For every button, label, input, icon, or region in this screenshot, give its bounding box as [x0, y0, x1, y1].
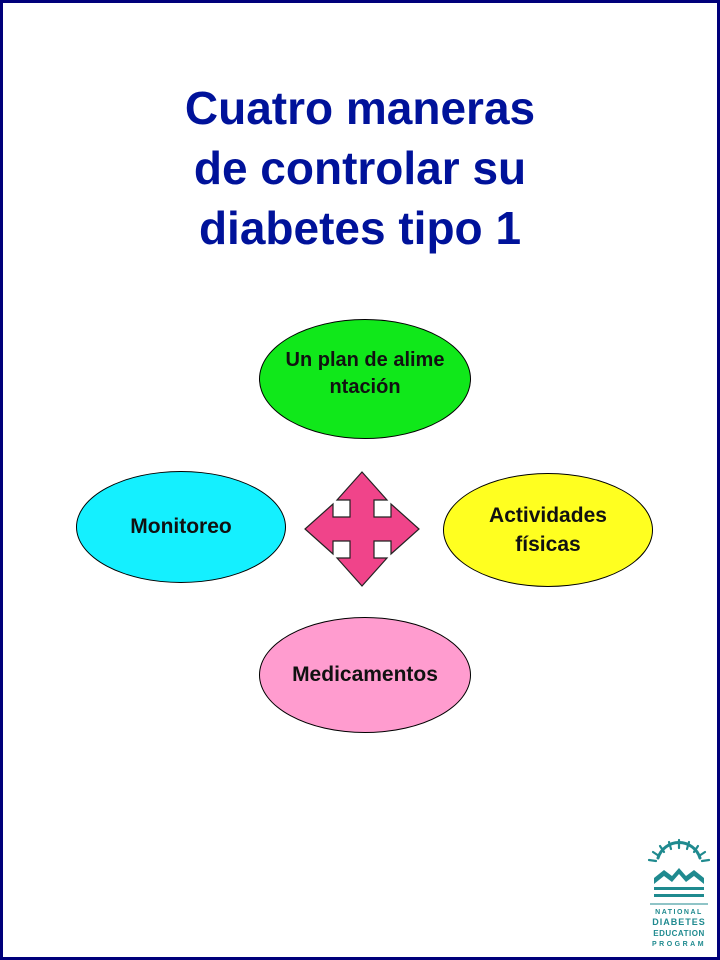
page-title: Cuatro maneras de controlar su diabetes …	[60, 78, 660, 258]
node-physical-activity: Actividades físicas	[443, 473, 653, 587]
node-meal-plan: Un plan de alimentación	[259, 319, 471, 439]
title-line-1: Cuatro maneras	[184, 82, 536, 134]
node-monitoring: Monitoreo	[76, 471, 286, 583]
node-physical-activity-label-2: físicas	[515, 533, 581, 556]
logo-text-national: NATIONAL	[655, 909, 703, 916]
logo-text-program: PROGRAM	[652, 941, 706, 948]
four-way-arrow-icon	[304, 471, 420, 587]
title-line-2: de controlar su	[193, 142, 527, 194]
logo-text-diabetes: DIABETES	[652, 917, 706, 927]
title-line-3: diabetes tipo 1	[198, 202, 522, 254]
node-meal-plan-label: Un plan de alimentación	[285, 349, 445, 398]
node-medications: Medicamentos	[259, 617, 471, 733]
logo-text-education: EDUCATION	[653, 929, 704, 938]
ndep-logo-icon: NATIONAL DIABETES EDUCATION PROGRAM	[647, 838, 711, 948]
node-monitoring-label: Monitoreo	[130, 515, 232, 538]
node-physical-activity-label-1: Actividades	[489, 504, 607, 527]
node-medications-label: Medicamentos	[292, 663, 438, 686]
